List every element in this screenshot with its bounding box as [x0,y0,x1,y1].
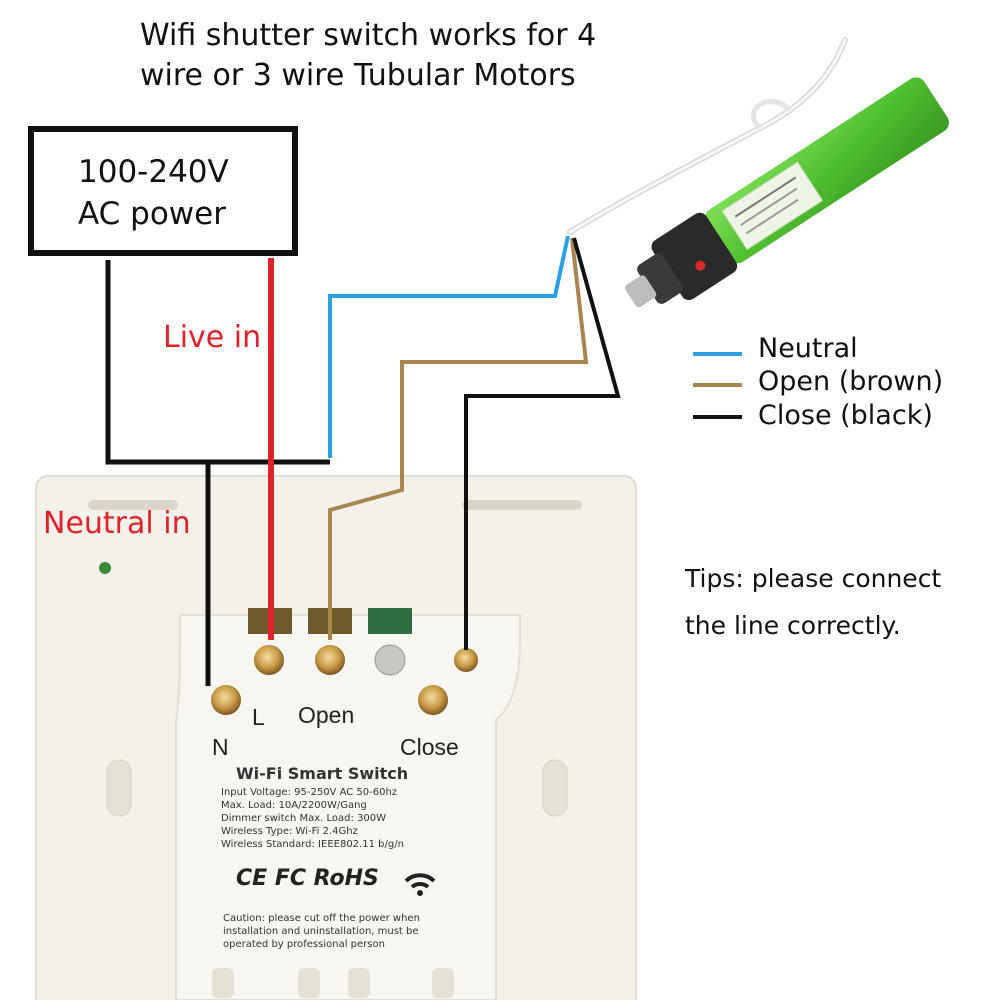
neutral-motor-wire [328,235,570,458]
power-source-line-1: 100-240V [78,154,229,190]
tips-line-2: the line correctly. [685,611,901,640]
caution-line: operated by professional person [223,939,385,950]
power-source-box [28,126,298,256]
title-line-2: wire or 3 wire Tubular Motors [140,58,576,93]
live-in-label: Live in [163,320,262,355]
spec-line: Wireless Type: Wi-Fi 2.4Ghz [221,826,358,837]
legend-label-open: Open (brown) [758,366,944,397]
terminal-label-l: L [252,704,265,730]
title-line-1: Wifi shutter switch works for 4 [140,18,597,53]
switch-specs: Input Voltage: 95-250V AC 50-60hz Max. L… [221,786,404,851]
certification-marks: CE FC RoHS [236,866,379,891]
spec-line: Input Voltage: 95-250V AC 50-60hz [221,787,398,798]
caution-line: installation and uninstallation, must be [223,926,419,937]
switch-name: Wi-Fi Smart Switch [236,764,409,783]
open-motor-wire [328,237,589,640]
spec-line: Dimmer switch Max. Load: 300W [221,813,387,824]
terminal-label-open: Open [298,702,355,728]
tubular-motor [625,77,949,308]
neutral-in-wire [105,260,330,465]
spec-line: Max. Load: 10A/2200W/Gang [221,800,367,811]
close-motor-wire [464,237,621,650]
spec-line: Wireless Standard: IEEE802.11 b/g/n [221,839,404,850]
caution-line: Caution: please cut off the power when [223,913,420,924]
terminal-label-n: N [212,734,229,760]
legend-label-neutral: Neutral [758,333,858,364]
terminal-label-close: Close [400,734,459,760]
tips-line-1: Tips: please connect [685,564,942,593]
caution-text: Caution: please cut off the power when i… [223,912,420,951]
terminal-screws [211,644,478,715]
neutral-in-label: Neutral in [43,506,191,541]
wifi-icon [404,873,436,896]
power-source-line-2: AC power [78,196,226,232]
legend-label-close: Close (black) [758,400,933,431]
